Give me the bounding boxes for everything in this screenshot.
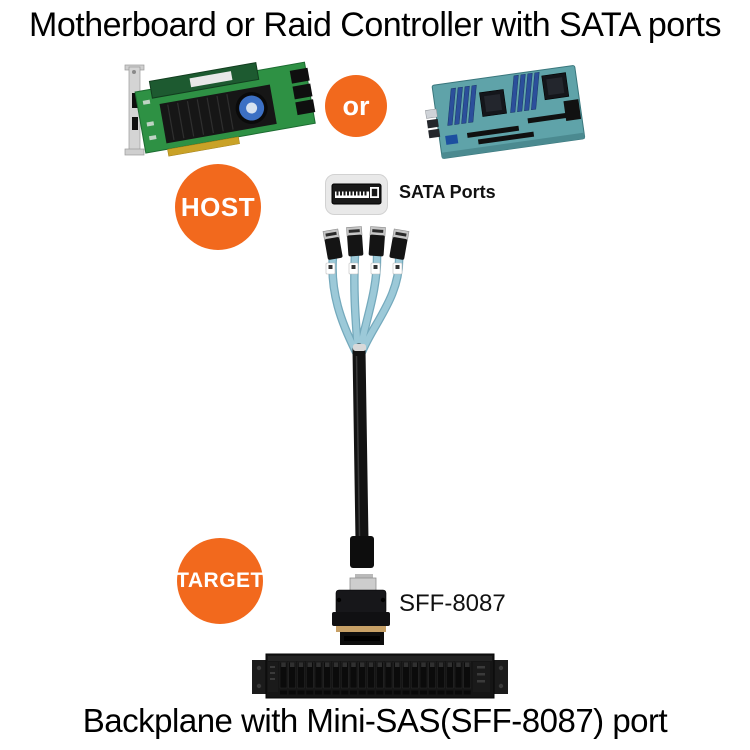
backplane-image: [252, 653, 508, 699]
motherboard-body: [425, 65, 586, 159]
rack-ears: [252, 660, 508, 694]
or-badge-label: or: [342, 90, 370, 121]
target-badge-label: TARGET: [176, 569, 264, 592]
top-title: Motherboard or Raid Controller with SATA…: [29, 6, 721, 44]
sata-to-minisas-cable-image: [322, 226, 410, 645]
raid-controller-image: [124, 61, 316, 157]
fanout-cables: [328, 249, 404, 357]
bottom-vents: [280, 690, 471, 695]
sata-connectors: [322, 226, 410, 260]
sleeved-cable: [352, 343, 369, 547]
raid-card-body: [134, 61, 316, 157]
strain-relief: [350, 536, 374, 568]
sff-8087-label: SFF-8087: [399, 590, 506, 617]
cpu-sockets: [479, 72, 570, 117]
sff-8087-connector: [332, 574, 390, 645]
end-panels: [268, 662, 490, 692]
ram-slots: [447, 72, 540, 126]
sata-port-icon: [325, 174, 388, 215]
host-badge-label: HOST: [180, 191, 256, 222]
drive-bays: [279, 661, 471, 689]
target-badge: TARGET: [176, 538, 264, 624]
host-badge: HOST: [175, 164, 261, 250]
bottom-title: Backplane with Mini-SAS(SFF-8087) port: [82, 702, 668, 739]
motherboard-image: [425, 65, 586, 159]
sata-ports-label: SATA Ports: [399, 182, 496, 202]
cable-tags: [325, 262, 403, 275]
or-badge: or: [325, 75, 387, 137]
